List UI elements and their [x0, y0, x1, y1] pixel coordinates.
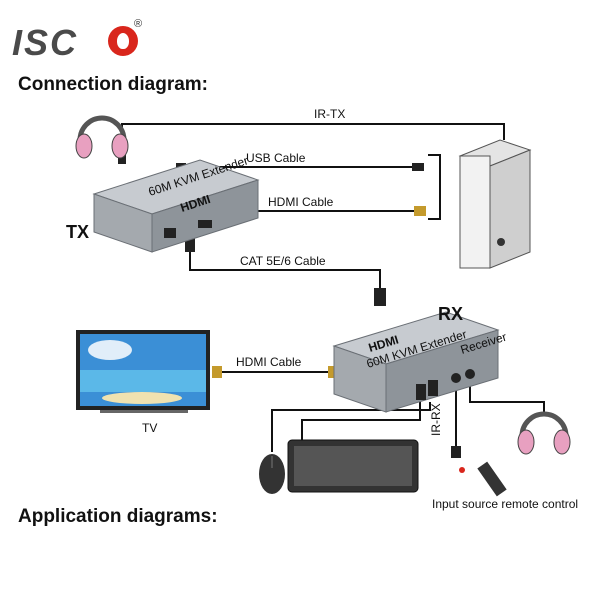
hdmi-cable-rx-label: HDMI Cable: [236, 355, 302, 369]
keyboard-icon: [287, 439, 419, 493]
headphones-icon-tx: [75, 115, 129, 159]
cat-cable-label: CAT 5E/6 Cable: [240, 254, 326, 268]
pc-tower-icon: [458, 139, 532, 269]
ir-tx-label: IR-TX: [314, 107, 345, 121]
rx-label: RX: [438, 304, 463, 324]
rj45-plug-tx: [185, 236, 195, 252]
hdmi-cable-tx-label: HDMI Cable: [268, 195, 334, 209]
usb-cable-label: USB Cable: [246, 151, 306, 165]
tx-label: TX: [66, 222, 89, 242]
ir-tx-cable: [121, 123, 505, 160]
hdmi-plug-tv: [212, 366, 222, 378]
brand-logo: ISC ®: [12, 18, 152, 63]
headphones-icon-rx: [517, 411, 571, 455]
remote-caption: Input source remote control: [432, 497, 578, 511]
logo-text: ISC: [12, 22, 79, 63]
application-heading: Application diagrams:: [18, 506, 218, 527]
mouse-icon: [259, 454, 285, 494]
audio-cable-rx: [469, 384, 545, 414]
ir-plug: [451, 446, 461, 458]
usb-cable-mouse: [271, 402, 431, 452]
rx-device: HDMI 60M KVM Extender Receiver: [332, 311, 508, 413]
hdmi-plug-right: [414, 206, 426, 216]
tx-device: 60M KVM Extender HDMI: [92, 153, 260, 253]
remote-control-icon: [459, 461, 507, 497]
ir-rx-label: IR-RX: [429, 403, 443, 436]
cat-cable: [189, 250, 381, 296]
tv-label: TV: [142, 421, 157, 435]
connection-heading: Connection diagram:: [18, 74, 209, 95]
rj45-plug-rx: [374, 288, 386, 306]
registered-mark: ®: [134, 18, 143, 30]
usb-cable-keyboard: [301, 402, 421, 440]
bracket: [428, 154, 441, 220]
flame-icon: [108, 26, 138, 56]
usb-plug-right: [412, 163, 424, 171]
tv-icon: [76, 330, 210, 413]
